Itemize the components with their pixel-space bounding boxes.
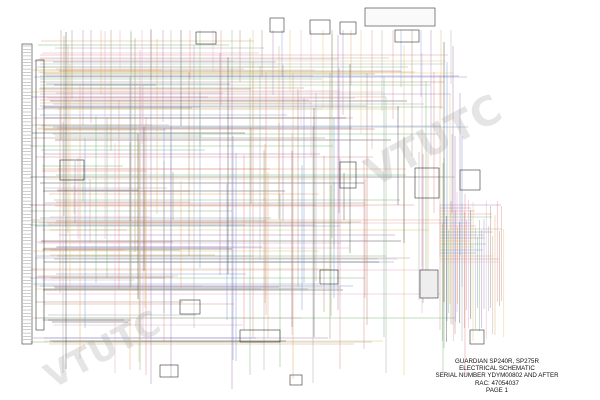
ground-bottom-left bbox=[159, 364, 179, 378]
title-page: PAGE 1 bbox=[486, 386, 508, 394]
title-block: GUARDIAN SP240R, SP275R ELECTRICAL SCHEM… bbox=[402, 358, 592, 394]
connector-right-middle bbox=[414, 167, 440, 199]
switch-lower-center bbox=[319, 269, 339, 285]
left-connector-block bbox=[21, 43, 33, 345]
left-terminal-strip bbox=[35, 59, 45, 331]
control-module-left bbox=[59, 159, 85, 181]
connector-top-middle bbox=[309, 19, 331, 35]
relay-top-left bbox=[269, 17, 285, 33]
title-document: ELECTRICAL SCHEMATIC bbox=[459, 365, 535, 373]
sensor-bottom-right bbox=[469, 329, 485, 345]
module-lower-right bbox=[419, 269, 439, 299]
relay-center bbox=[339, 161, 357, 189]
fuse-block-top bbox=[364, 7, 436, 27]
plug-top bbox=[339, 21, 357, 35]
component-layer bbox=[21, 7, 485, 386]
title-serial: SERIAL NUMBER YDYM00802 AND AFTER bbox=[435, 372, 559, 380]
module-top-right bbox=[394, 29, 420, 43]
sensor-right bbox=[459, 169, 481, 191]
wire-layer bbox=[23, 9, 505, 389]
switch-top bbox=[195, 31, 217, 45]
connector-bottom-center bbox=[239, 329, 281, 343]
title-model: GUARDIAN SP240R, SP275R bbox=[455, 358, 539, 365]
ground-bottom-middle bbox=[289, 374, 303, 386]
title-rac: RAC: 47054037 bbox=[474, 379, 520, 387]
relay-lower bbox=[179, 299, 201, 315]
